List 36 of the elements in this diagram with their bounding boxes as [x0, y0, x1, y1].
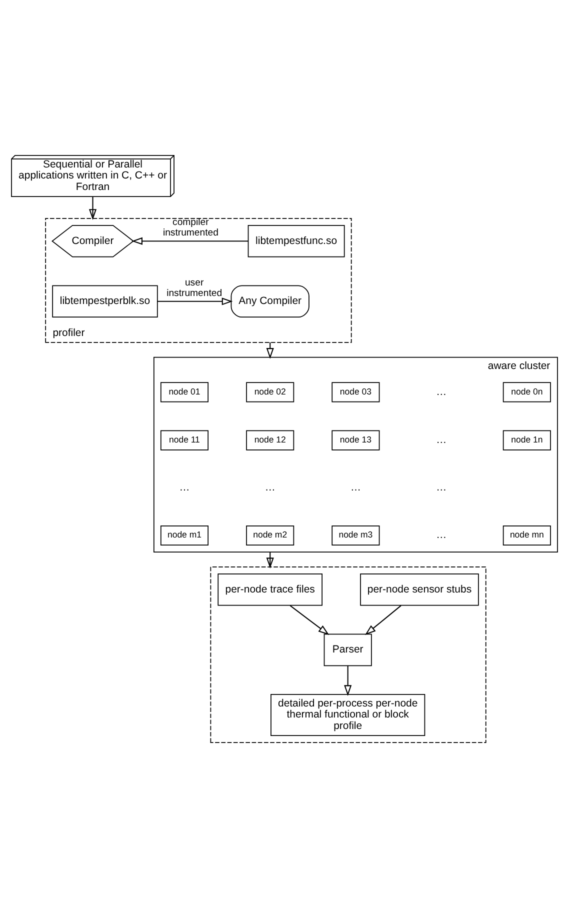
node-box: node mn	[502, 525, 551, 546]
node-box: Parser	[324, 634, 372, 666]
node-box: per-node trace files	[218, 573, 322, 606]
node-box: node m2	[246, 525, 294, 546]
label: …	[179, 482, 190, 494]
edge-label: compiler instrumented	[162, 217, 218, 239]
label: …	[436, 386, 447, 398]
node-box: Any Compiler	[230, 285, 310, 318]
node-box: node 0n	[502, 382, 551, 402]
arrow	[132, 237, 248, 245]
node-box: node 01	[160, 382, 208, 402]
node-box: detailed per-process per-node thermal functional or block profile	[270, 694, 426, 736]
node-box: node 13	[332, 430, 380, 450]
arrow	[290, 605, 330, 635]
node-box: libtempestperblk.so	[52, 285, 158, 318]
node-box: node 02	[246, 382, 294, 402]
arrow	[157, 298, 233, 306]
label: …	[436, 434, 447, 446]
arrow	[88, 196, 97, 220]
node-box: node 12	[246, 430, 294, 450]
label: …	[436, 530, 447, 542]
label: …	[350, 482, 361, 494]
arrow	[266, 552, 274, 569]
node-box: node 11	[160, 430, 208, 450]
node-box: node 03	[332, 382, 380, 402]
label: …	[264, 482, 276, 494]
edge-label: user instrumented	[166, 277, 222, 299]
node-box: node m3	[332, 525, 380, 546]
arrow	[365, 605, 402, 636]
label: …	[436, 482, 447, 494]
node-box: node m1	[160, 525, 208, 546]
node-box: per-node sensor stubs	[360, 573, 479, 606]
cluster	[210, 566, 486, 743]
node-box: libtempestfunc.so	[248, 224, 345, 258]
node-box: node 1n	[502, 430, 551, 450]
arrow	[344, 666, 352, 696]
